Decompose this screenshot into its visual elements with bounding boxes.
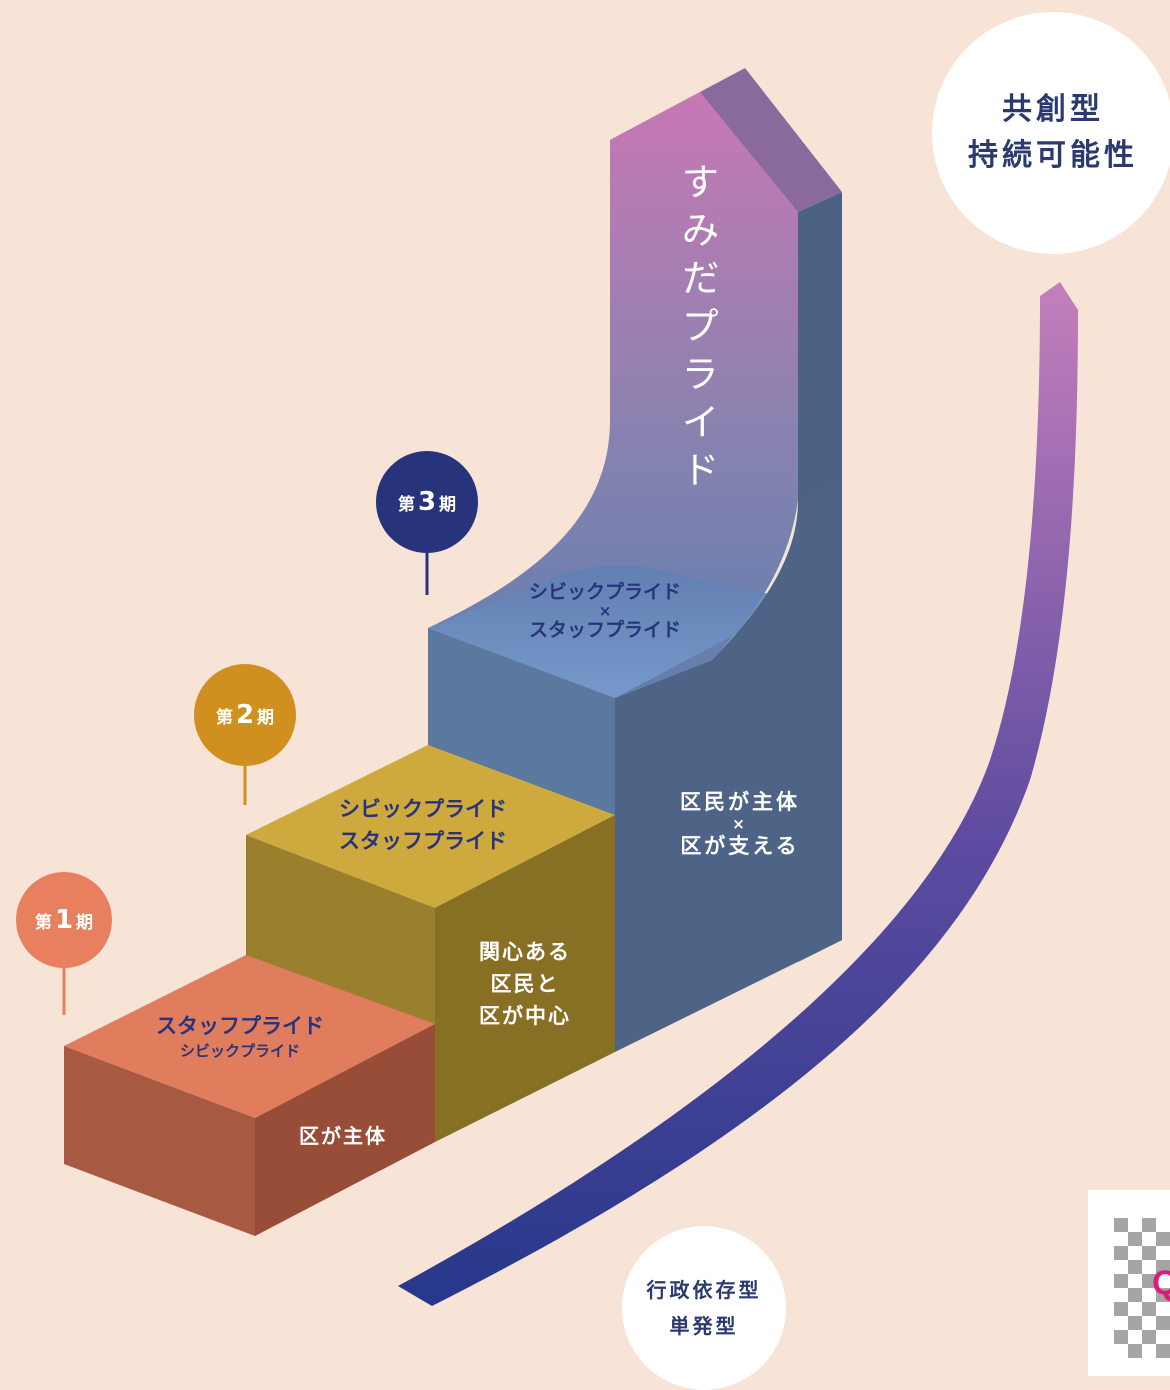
qr-letter: Q xyxy=(1152,1264,1170,1302)
bottom-circle-line1: 行政依存型 xyxy=(646,1278,762,1302)
arrow-front-face xyxy=(428,92,798,698)
step1-top-label: スタッフプライド シビックプライド xyxy=(135,1012,345,1062)
step3-side-face xyxy=(615,480,842,1052)
bottom-circle-label: 行政依存型 単発型 xyxy=(622,1226,786,1390)
qr-code: Q xyxy=(1088,1190,1170,1376)
step2-top-line2: スタッフプライド xyxy=(339,829,507,853)
phase1-number: 1 xyxy=(54,905,74,935)
step3-top-face xyxy=(428,565,800,698)
step2-top-line1: シビックプライド xyxy=(339,797,507,821)
phase1-prefix: 第 xyxy=(34,912,52,933)
step3-top-line2: × xyxy=(598,602,612,620)
step1-top-line1: スタッフプライド xyxy=(156,1014,324,1038)
step1-top-line2: シビックプライド xyxy=(179,1042,300,1060)
step1-front-face xyxy=(64,1046,255,1236)
step3-front-label: 区民が主体 × 区が支える xyxy=(640,788,840,860)
top-circle-line1: 共創型 xyxy=(1002,92,1104,127)
bottom-circle-line2: 単発型 xyxy=(669,1314,739,1338)
step3-top-line3: スタッフプライド xyxy=(528,619,681,641)
step2-side-face xyxy=(435,815,615,1142)
phase2-prefix: 第 xyxy=(215,707,233,728)
step1-front-label: 区が主体 xyxy=(299,1124,387,1148)
top-circle-line2: 持続可能性 xyxy=(968,138,1138,173)
step2-front-line2: 区民と xyxy=(490,972,560,996)
step3-front-line3: 区が支える xyxy=(680,834,800,858)
step1-side-face xyxy=(255,1024,435,1236)
phase3-number: 3 xyxy=(417,487,437,517)
step3-front-line2: × xyxy=(732,815,748,833)
arrow-title: すみだプライド xyxy=(675,162,719,498)
step2-top-label: シビックプライド スタッフプライド xyxy=(318,793,528,857)
phase3-prefix: 第 xyxy=(397,494,415,515)
step3-top-label: シビックプライド × スタッフプライド xyxy=(500,580,710,642)
step3-top-line1: シビックプライド xyxy=(528,581,681,603)
qr-pattern xyxy=(1114,1218,1170,1358)
top-circle-label: 共創型 持続可能性 xyxy=(932,12,1170,254)
step2-top-face xyxy=(246,745,615,908)
phase3-suffix: 期 xyxy=(439,494,457,515)
phase2-suffix: 期 xyxy=(257,707,275,728)
phase1-suffix: 期 xyxy=(76,912,94,933)
step2-front-line1: 関心ある xyxy=(479,940,571,964)
step3-front-line1: 区民が主体 xyxy=(680,790,800,814)
step1-top-face xyxy=(64,955,435,1118)
phase2-number: 2 xyxy=(235,700,255,730)
step2-front-line3: 区が中心 xyxy=(479,1004,571,1028)
ascending-curve-band xyxy=(398,282,1078,1306)
step2-front-label: 関心ある 区民と 区が中心 xyxy=(460,936,590,1032)
